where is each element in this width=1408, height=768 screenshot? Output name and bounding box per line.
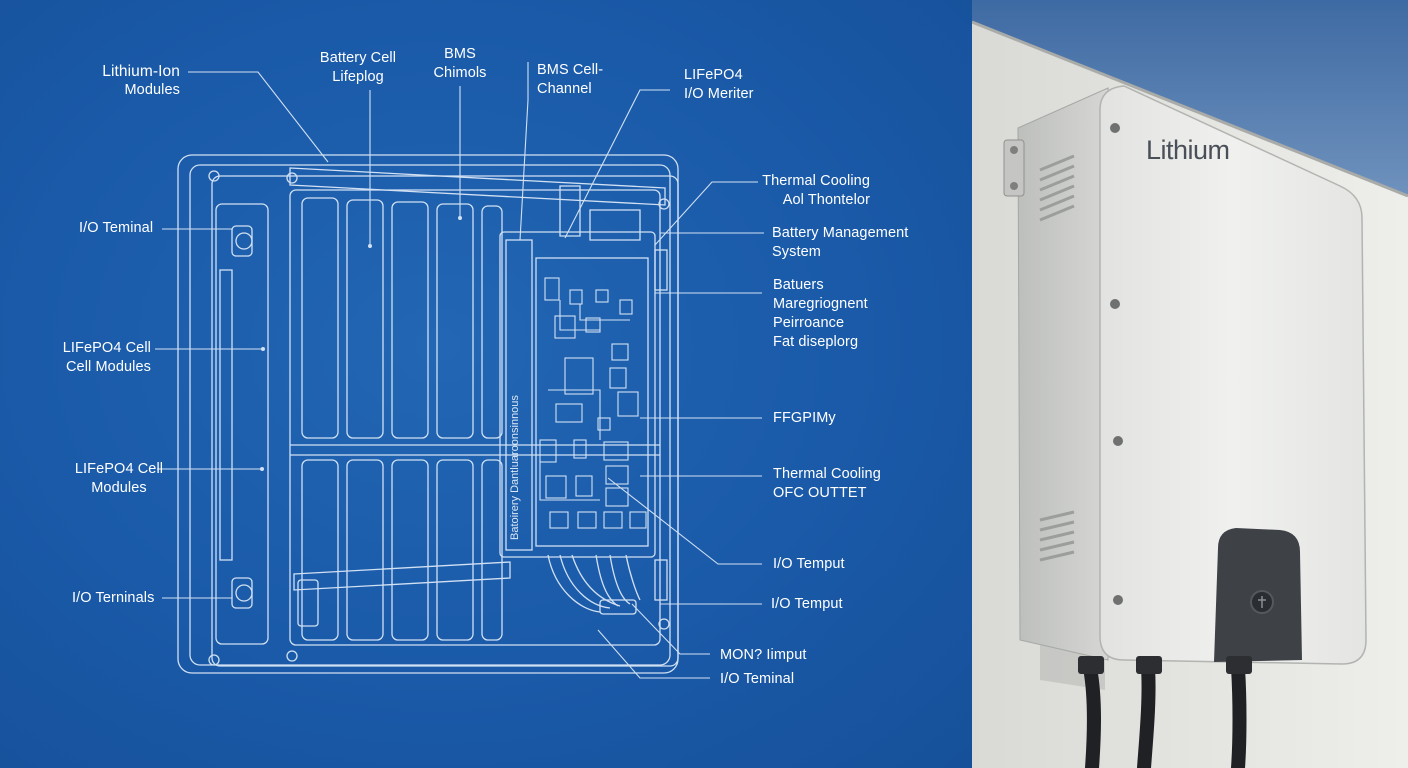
label-io-teminal-2: I/O Teminal [720,671,795,687]
label-batuers-management: Batuers Maregriognent Peirroance Fat dis… [773,277,868,350]
label-lithium-ion-modules: Lithium-Ion Modules [102,63,180,98]
label-io-teminal: I/O Teminal [79,220,154,236]
upper-cells [301,197,503,439]
exploded-diagram: Batoirery Dantluaroonsinnous [155,62,764,679]
label-bms-chimols: BMS Chimols [433,46,487,81]
label-lifepo4-cell-modules-2: LIFePO4 Cell Modules [74,461,164,496]
label-io-terminals: I/O Terninals [72,590,155,606]
leader-lines [155,62,764,679]
bms-board [499,231,656,558]
lower-cells [301,459,503,641]
label-io-temput-1: I/O Temput [773,556,845,572]
label-ffgpimy: FFGPIMy [773,410,836,426]
label-bms-cell-channel: BMS Cell- Channel [537,62,604,97]
blueprint-panel: Batoirery Dantluaroonsinnous Lithium-Ion… [0,0,972,768]
pcb-vertical-text: Batoirery Dantluaroonsinnous [509,395,521,540]
wall-mounted-unit [972,0,1408,768]
label-battery-cell: Battery Cell Lifeplog [319,50,397,85]
label-thermal-cooling-aol: Thermal Cooling Aol Thontelor [762,173,870,208]
product-photo-panel [972,0,1408,768]
label-battery-management-system: Battery Management System [772,225,909,260]
label-lifepo4-io-meriter: LIFePO4 I/O Meriter [684,67,754,102]
label-mon-iimput: MON? Iimput [720,647,807,663]
brand-logo-text: Lithium [1146,135,1230,165]
label-thermal-cooling-ofc: Thermal Cooling OFC OUTTET [773,466,881,501]
label-lifepo4-cell-modules-1: LIFePO4 Cell Cell Modules [62,340,151,375]
label-io-temput-2: I/O Temput [771,596,843,612]
